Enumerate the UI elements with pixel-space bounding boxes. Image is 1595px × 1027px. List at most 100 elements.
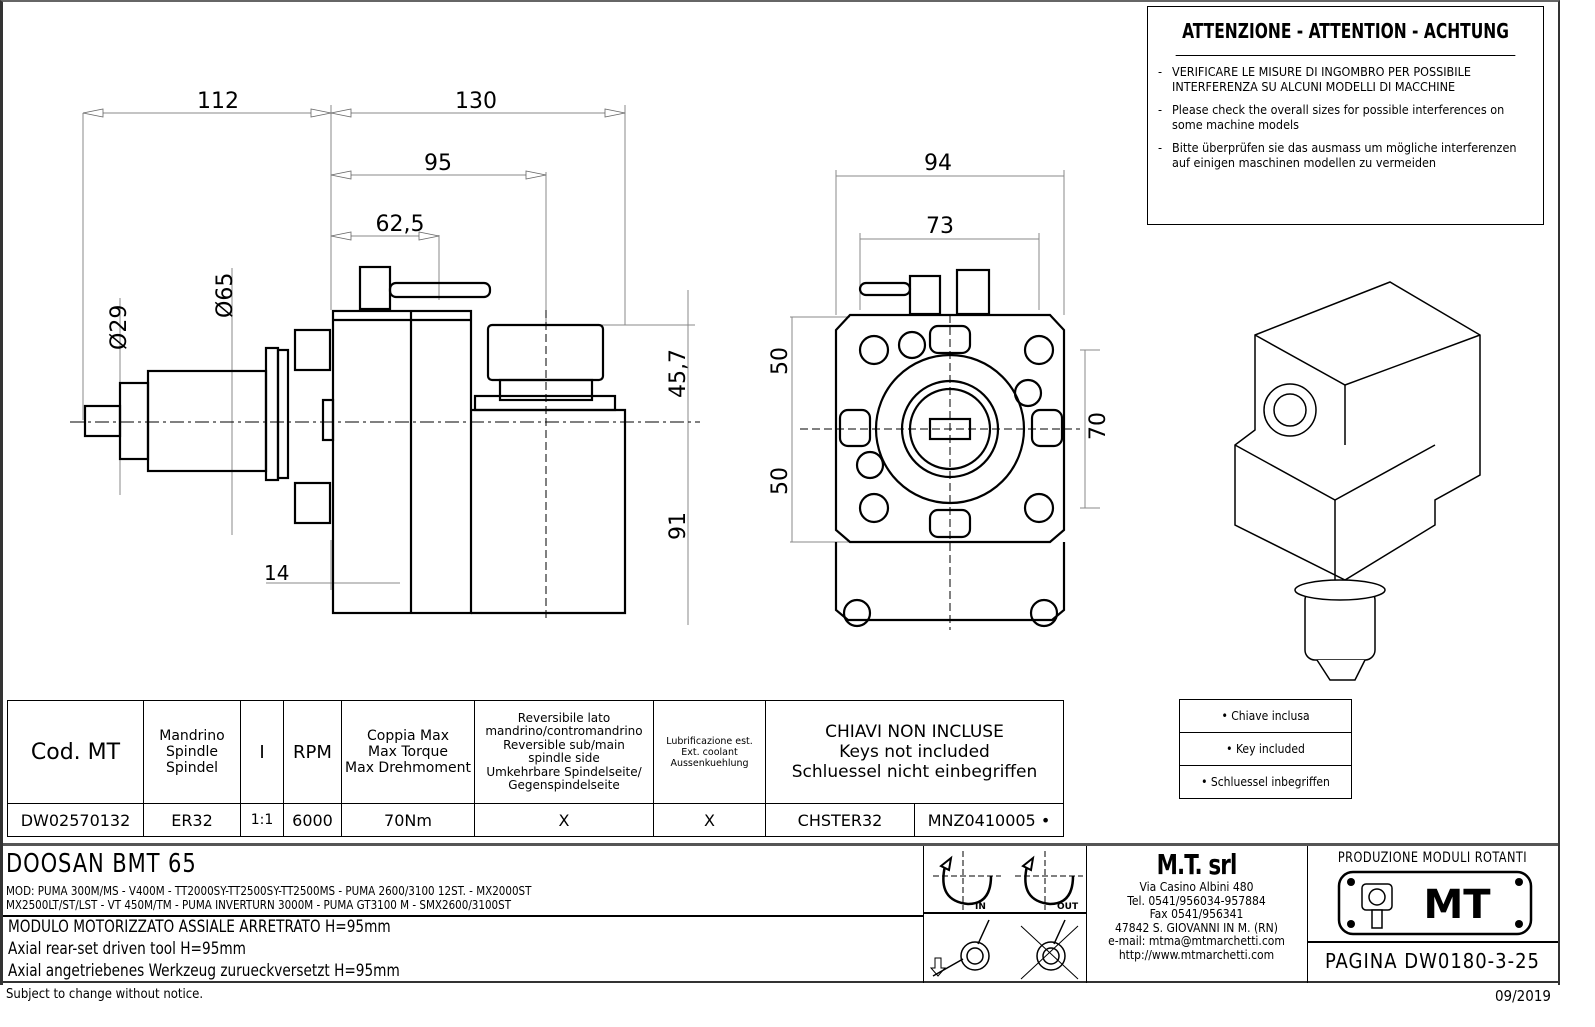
cell-reversible: X (474, 803, 654, 837)
dim-dia65: Ø65 (213, 273, 238, 318)
description-en: Axial rear-set driven tool H=95mm (8, 939, 246, 958)
dim-94: 94 (924, 151, 952, 176)
key-usage-icons (929, 919, 1079, 980)
header-reversible-line: Reversible sub/main (503, 737, 625, 752)
header-torque-it: Coppia Max (367, 728, 449, 744)
cell-key2: MNZ0410005 • (914, 803, 1064, 837)
models-line-1: MOD: PUMA 300M/MS - V400M - TT2000SY-TT2… (6, 883, 532, 898)
cell-torque: 70Nm (341, 803, 475, 837)
dim-91: 91 (666, 512, 691, 540)
key-legend-de: • Schluessel inbegriffen (1179, 765, 1352, 799)
dim-45-7: 45,7 (666, 349, 691, 398)
logo-text: MT (1423, 882, 1491, 928)
dim-62-5: 62,5 (376, 212, 425, 237)
rotation-out-label: OUT (1057, 902, 1079, 912)
header-keys: CHIAVI NON INCLUSE Keys not included Sch… (765, 700, 1064, 804)
footer-date: 09/2019 (1494, 987, 1551, 1005)
rotation-icons-panel: IN OUT (923, 846, 1087, 983)
mt-logo: MT (1337, 870, 1533, 936)
isometric-view (1234, 281, 1481, 681)
company-email[interactable]: e-mail: mtma@mtmarchetti.com (1108, 934, 1285, 948)
warning-item: - Bitte überprüfen sie das ausmass um mö… (1158, 140, 1533, 170)
header-code: Cod. MT (7, 700, 144, 804)
title-block: DOOSAN BMT 65 MOD: PUMA 300M/MS - V400M … (3, 843, 1558, 983)
cell-coolant: X (653, 803, 766, 837)
rotation-in-icon (942, 865, 993, 906)
header-reversible-line: spindle side (528, 751, 600, 765)
key-legend: • Chiave inclusa • Key included • Schlue… (1179, 699, 1352, 799)
header-reversible: Reversibile lato mandrino/contromandrino… (474, 700, 654, 804)
cell-rpm: 6000 (283, 803, 342, 837)
company-website[interactable]: http://www.mtmarchetti.com (1118, 947, 1275, 962)
page-number: PAGINA DW0180-3-25 (1324, 949, 1540, 973)
warning-title: ATTENZIONE - ATTENTION - ACHTUNG (1175, 7, 1516, 56)
spec-data-row: DW02570132 ER32 1:1 6000 70Nm X X CHSTER… (7, 803, 1064, 837)
header-coolant-de: Aussenkuehlung (670, 757, 749, 769)
dim-130: 130 (455, 89, 497, 114)
description-it: MODULO MOTORIZZATO ASSIALE ARRETRATO H=9… (8, 917, 391, 936)
key-legend-en: • Key included (1179, 732, 1352, 766)
company-info: M.T. srl Via Casino Albini 480 Tel. 0541… (1086, 846, 1308, 983)
company-tel: Tel. 0541/956034-957884 (1127, 893, 1266, 908)
side-arrows (82, 108, 626, 241)
key-correct-icon (960, 941, 990, 971)
rotation-out-icon (1024, 865, 1075, 906)
key-wrong-icon (1036, 941, 1066, 971)
warning-box: ATTENZIONE - ATTENTION - ACHTUNG - VERIF… (1147, 6, 1544, 225)
footer-notice: Subject to change without notice. (6, 987, 204, 1002)
header-torque-en: Max Torque (367, 744, 448, 760)
company-fax: Fax 0541/956341 (1149, 907, 1244, 921)
key-legend-it: • Chiave inclusa (1179, 699, 1352, 733)
header-coolant-en: Ext. coolant (681, 746, 738, 758)
header-spindle-de: Spindel (166, 760, 218, 776)
header-keys-en: Keys not included (839, 742, 990, 762)
dim-95: 95 (424, 151, 452, 176)
warning-text-de: Bitte überprüfen sie das ausmass um mögl… (1172, 140, 1517, 170)
production-panel: PRODUZIONE MODULI ROTANTI MT PAGINA DW01… (1307, 846, 1558, 983)
company-address: Via Casino Albini 480 (1139, 880, 1254, 894)
icons-divider (923, 912, 1086, 914)
header-spindle: Mandrino Spindle Spindel (143, 700, 241, 804)
rotation-direction-icons: IN OUT (933, 851, 1083, 912)
header-coolant: Lubrificazione est. Ext. coolant Aussenk… (653, 700, 766, 804)
warning-item: - VERIFICARE LE MISURE DI INGOMBRO PER P… (1158, 64, 1533, 94)
warning-text-en: Please check the overall sizes for possi… (1172, 102, 1505, 132)
header-keys-de: Schluessel nicht einbegriffen (791, 762, 1038, 782)
company-city: 47842 S. GIOVANNI IN M. (RN) (1115, 920, 1278, 935)
machine-title: DOOSAN BMT 65 (6, 849, 197, 879)
front-dimension-lines (790, 170, 1100, 543)
side-view-drawing: 112 130 95 62,5 Ø29 Ø65 45,7 91 14 (70, 89, 700, 625)
header-coolant-it: Lubrificazione est. (666, 735, 753, 747)
models-line-2: MX2500LT/ST/LST - VT 450M/TM - PUMA INVE… (6, 897, 512, 912)
header-rpm: RPM (283, 700, 342, 804)
header-torque: Coppia Max Max Torque Max Drehmoment (341, 700, 475, 804)
dim-14: 14 (264, 561, 289, 585)
side-outline (83, 265, 627, 615)
dim-112: 112 (197, 89, 239, 114)
title-divider (3, 915, 923, 917)
cell-spindle: ER32 (143, 803, 241, 837)
warning-text-it: VERIFICARE LE MISURE DI INGOMBRO PER POS… (1172, 64, 1471, 94)
dim-50-top: 50 (768, 347, 793, 375)
cell-ratio: 1:1 (240, 803, 284, 837)
spec-header-row: Cod. MT Mandrino Spindle Spindel I RPM C… (7, 700, 1064, 804)
title-block-description: DOOSAN BMT 65 MOD: PUMA 300M/MS - V400M … (3, 846, 924, 983)
header-reversible-line: Umkehrbare Spindelseite/ (486, 764, 642, 779)
warning-dash: - (1158, 64, 1163, 79)
warning-item: - Please check the overall sizes for pos… (1158, 102, 1533, 132)
description-de: Axial angetriebenes Werkzeug zurueckvers… (8, 961, 400, 980)
logo-module-icon (1361, 883, 1393, 929)
header-reversible-line: Gegenspindelseite (508, 778, 620, 792)
header-spindle-en: Spindle (166, 744, 218, 760)
warning-dash: - (1158, 102, 1163, 117)
header-keys-it: CHIAVI NON INCLUSE (825, 722, 1004, 742)
dim-dia29: Ø29 (107, 305, 132, 350)
rotation-in-label: IN (975, 902, 986, 912)
front-view-drawing: 94 73 50 50 70 (768, 151, 1111, 630)
header-reversible-line: mandrino/contromandrino (485, 724, 643, 738)
dim-73: 73 (926, 214, 954, 239)
company-name: M.T. srl (1156, 848, 1238, 881)
production-label: PRODUZIONE MODULI ROTANTI (1337, 850, 1528, 866)
dim-70: 70 (1086, 412, 1111, 440)
cell-key1: CHSTER32 (765, 803, 915, 837)
